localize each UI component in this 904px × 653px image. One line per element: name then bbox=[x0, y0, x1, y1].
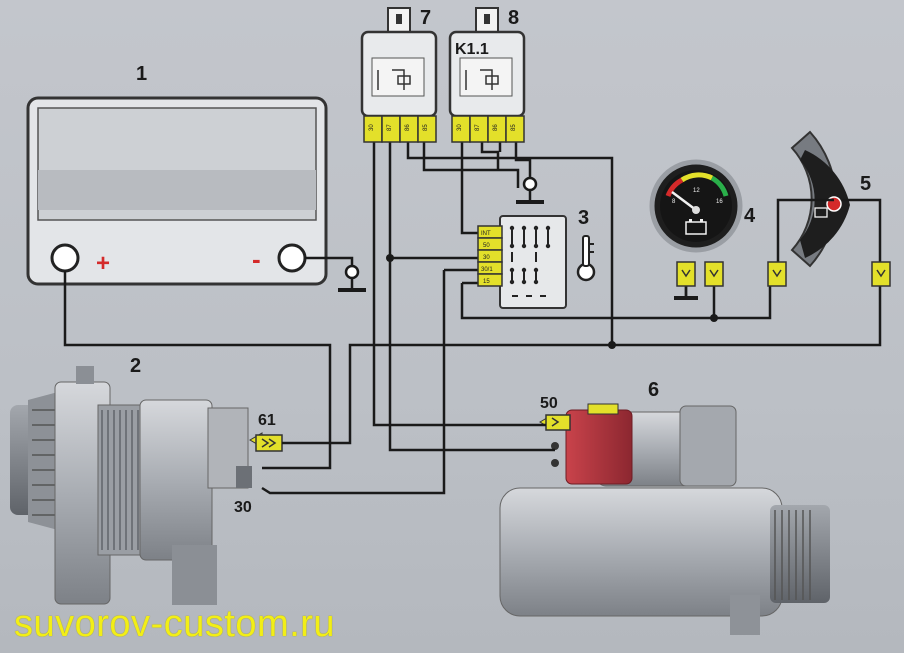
ignition-pin-50: 50 bbox=[483, 243, 490, 249]
relay-7-pin-30: 30 bbox=[369, 124, 375, 131]
relay-8-pin-30: 30 bbox=[457, 124, 463, 131]
relay-8-pin-87: 87 bbox=[475, 124, 481, 131]
ground-symbol bbox=[674, 286, 698, 300]
relay-7-pin-labels: 30 87 86 85 bbox=[369, 124, 429, 131]
starter-motor bbox=[499, 403, 830, 635]
ignition-pin-int: INT bbox=[481, 231, 491, 237]
gauge-scale-8: 8 bbox=[672, 199, 676, 205]
ignition-switch bbox=[499, 215, 596, 309]
gauge-scale: 8 12 16 bbox=[672, 188, 723, 205]
relay-8 bbox=[448, 7, 526, 118]
gauge-scale-16: 16 bbox=[716, 199, 723, 205]
wiring bbox=[63, 142, 882, 495]
battery-minus-sign: - bbox=[252, 244, 261, 274]
relay-7-pin-87: 87 bbox=[387, 124, 393, 131]
ignition-pin-30-1: 30/1 bbox=[481, 267, 493, 273]
ground-symbol bbox=[516, 176, 544, 204]
key-icon bbox=[576, 235, 596, 282]
alternator-terminal-30: 30 bbox=[234, 499, 252, 516]
relay-8-pin-86: 86 bbox=[493, 124, 499, 131]
battery-icon bbox=[685, 219, 707, 235]
relay-7-pin-86: 86 bbox=[405, 124, 411, 131]
ignition-connectors bbox=[477, 225, 503, 287]
relay-7-pin-85: 85 bbox=[423, 124, 429, 131]
connector-row bbox=[363, 115, 525, 143]
label-4: 4 bbox=[744, 205, 756, 227]
gauge-scale-12: 12 bbox=[693, 188, 700, 194]
label-7: 7 bbox=[420, 7, 431, 29]
ground-symbol bbox=[338, 264, 366, 292]
relay-8-pin-labels: 30 87 86 85 bbox=[457, 124, 517, 131]
alternator-terminal-61: 61 bbox=[258, 412, 276, 429]
label-5: 5 bbox=[860, 173, 871, 195]
watermark: suvorov-custom.ru bbox=[14, 603, 336, 645]
relay-8-pin-85: 85 bbox=[511, 124, 517, 131]
label-2: 2 bbox=[130, 355, 141, 377]
battery: + - bbox=[26, 96, 328, 286]
starter-terminal-50: 50 bbox=[540, 395, 558, 412]
alternator bbox=[10, 366, 283, 605]
label-1: 1 bbox=[136, 63, 147, 85]
relay-8-label: K1.1 bbox=[455, 41, 489, 58]
wire-junctions bbox=[386, 254, 718, 349]
label-8: 8 bbox=[508, 7, 519, 29]
ignition-pin-30: 30 bbox=[483, 255, 490, 261]
battery-icon bbox=[814, 207, 828, 218]
ignition-pin-15: 15 bbox=[483, 279, 490, 285]
label-6: 6 bbox=[648, 379, 659, 401]
battery-voltage-gauge bbox=[649, 159, 743, 253]
label-3: 3 bbox=[578, 207, 589, 229]
battery-plus-sign: + bbox=[96, 250, 110, 277]
gauge-lamp-connectors bbox=[676, 261, 891, 287]
ignition-pin-labels: INT 50 30 30/1 15 bbox=[481, 231, 493, 285]
